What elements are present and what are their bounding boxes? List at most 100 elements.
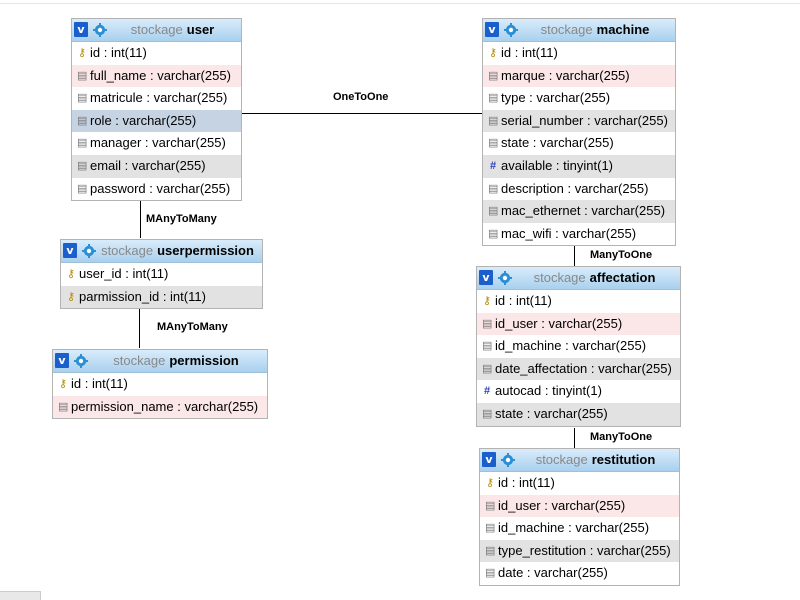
- column-definition: description : varchar(255): [501, 180, 649, 196]
- column-row[interactable]: # autocad : tinyint(1): [477, 380, 680, 403]
- column-icon: ▤: [485, 567, 496, 580]
- column-row[interactable]: ▤matricule : varchar(255): [72, 87, 241, 110]
- gear-icon[interactable]: [74, 354, 88, 368]
- column-row[interactable]: ▤id_machine : varchar(255): [480, 517, 679, 540]
- column-row[interactable]: ▤id_machine : varchar(255): [477, 335, 680, 358]
- column-icon: ▤: [77, 182, 88, 195]
- column-definition: state : varchar(255): [495, 405, 608, 421]
- column-icon: ▤: [482, 362, 493, 375]
- table-name: restitution: [591, 452, 656, 467]
- top-divider: [0, 3, 800, 4]
- collapse-toggle-icon[interactable]: v: [74, 22, 88, 37]
- column-row[interactable]: ▤manager : varchar(255): [72, 132, 241, 155]
- key-icon: ⚷: [77, 47, 87, 59]
- column-row[interactable]: ▤state : varchar(255): [477, 402, 680, 426]
- column-row[interactable]: ⚷id : int(11): [480, 472, 679, 495]
- column-definition: full_name : varchar(255): [90, 67, 231, 83]
- column-row[interactable]: ▤date : varchar(255): [480, 562, 679, 585]
- column-icon: ▤: [488, 69, 499, 82]
- column-row[interactable]: ▤state : varchar(255): [483, 132, 675, 155]
- relation-line-machine-affectation: [574, 245, 575, 266]
- collapse-toggle-icon[interactable]: v: [482, 452, 496, 467]
- column-row[interactable]: ▤permission_name : varchar(255): [53, 395, 267, 419]
- column-row[interactable]: ▤type : varchar(255): [483, 87, 675, 110]
- column-row[interactable]: ▤id_user : varchar(255): [477, 312, 680, 336]
- column-icon: ▤: [77, 92, 88, 105]
- gear-icon[interactable]: [82, 244, 96, 258]
- column-row[interactable]: ▤marque : varchar(255): [483, 64, 675, 88]
- column-definition: manager : varchar(255): [90, 135, 226, 151]
- column-row[interactable]: ⚷parmission_id : int(11): [61, 285, 262, 309]
- column-definition: id : int(11): [498, 475, 555, 490]
- column-icon: ▤: [77, 159, 88, 172]
- collapse-toggle-icon[interactable]: v: [485, 22, 499, 37]
- column-icon: ▤: [58, 400, 69, 413]
- table-name: affectation: [589, 270, 656, 285]
- collapse-toggle-icon[interactable]: v: [479, 270, 493, 285]
- column-icon: ▤: [488, 92, 499, 105]
- column-row[interactable]: ▤serial_number : varchar(255): [483, 109, 675, 133]
- key-icon: ⚷: [66, 268, 76, 280]
- relation-label-user-userpermission: MAnyToMany: [146, 213, 217, 225]
- collapse-toggle-icon[interactable]: v: [63, 243, 77, 258]
- column-row[interactable]: ⚷id : int(11): [53, 373, 267, 396]
- column-definition: id_user : varchar(255): [495, 315, 623, 331]
- column-row[interactable]: ⚷user_id : int(11): [61, 263, 262, 286]
- key-icon: ⚷: [482, 295, 492, 307]
- column-definition: id : int(11): [71, 376, 128, 391]
- column-definition: date_affectation : varchar(255): [495, 360, 672, 376]
- column-definition: serial_number : varchar(255): [501, 112, 668, 128]
- column-definition: user_id : int(11): [79, 266, 169, 281]
- column-row[interactable]: ▤full_name : varchar(255): [72, 64, 241, 88]
- relation-line-user-machine: [241, 113, 483, 114]
- numeric-icon: #: [483, 385, 491, 398]
- database-name: stockage: [535, 452, 588, 467]
- column-icon: ▤: [485, 544, 496, 557]
- gear-icon[interactable]: [504, 23, 518, 37]
- collapse-toggle-icon[interactable]: v: [55, 353, 69, 368]
- column-row[interactable]: ⚷id : int(11): [483, 42, 675, 65]
- database-name: stockage: [101, 243, 154, 258]
- column-row[interactable]: ▤id_user : varchar(255): [480, 494, 679, 518]
- column-definition: id : int(11): [501, 45, 558, 60]
- column-definition: autocad : tinyint(1): [495, 383, 602, 399]
- column-icon: ▤: [488, 227, 499, 240]
- column-row[interactable]: ⚷id : int(11): [477, 290, 680, 313]
- column-row[interactable]: ⚷id : int(11): [72, 42, 241, 65]
- column-row[interactable]: ▤date_affectation : varchar(255): [477, 357, 680, 381]
- column-definition: state : varchar(255): [501, 135, 614, 151]
- column-row[interactable]: ▤description : varchar(255): [483, 178, 675, 201]
- relation-line-affectation-restitution: [574, 428, 575, 448]
- column-row[interactable]: #available : tinyint(1): [483, 154, 675, 178]
- table-name: user: [186, 22, 215, 37]
- column-row[interactable]: ▤email : varchar(255): [72, 154, 241, 178]
- column-row[interactable]: ▤role : varchar(255): [72, 109, 241, 133]
- column-definition: id_machine : varchar(255): [498, 520, 650, 536]
- column-icon: ▤: [482, 407, 493, 420]
- column-row[interactable]: ▤type_restitution : varchar(255): [480, 539, 679, 563]
- column-row[interactable]: ▤mac_ethernet : varchar(255): [483, 200, 675, 223]
- key-icon: ⚷: [58, 378, 68, 390]
- relation-line-userpermission-permission: [139, 308, 140, 348]
- numeric-icon: #: [489, 159, 497, 172]
- column-definition: id : int(11): [90, 45, 147, 60]
- gear-icon[interactable]: [501, 453, 515, 467]
- column-definition: mac_wifi : varchar(255): [501, 225, 637, 241]
- column-row[interactable]: ▤mac_wifi : varchar(255): [483, 223, 675, 246]
- column-row[interactable]: ▤password : varchar(255): [72, 178, 241, 201]
- gear-icon[interactable]: [498, 271, 512, 285]
- key-icon: ⚷: [485, 477, 495, 489]
- gear-icon[interactable]: [93, 23, 107, 37]
